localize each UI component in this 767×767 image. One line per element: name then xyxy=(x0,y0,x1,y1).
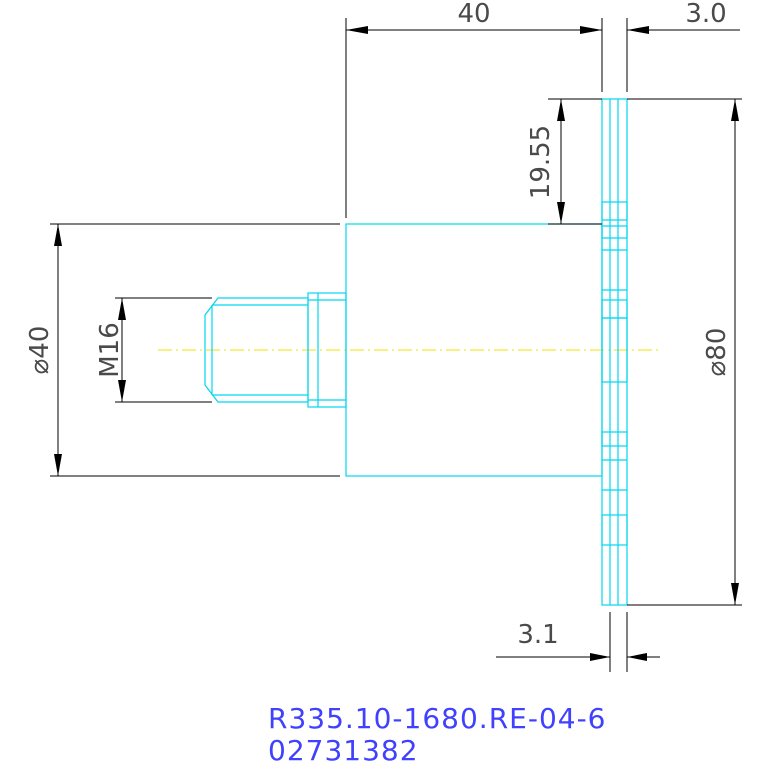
flange xyxy=(601,98,628,606)
dim-length-body: 40 xyxy=(345,0,603,218)
dim-thread: M16 xyxy=(95,297,212,403)
dim-thread-label: M16 xyxy=(95,322,125,378)
part-code: 02731382 xyxy=(268,734,419,767)
dim-flange-diameter: ⌀80 xyxy=(627,98,742,606)
dim-flange-thickness-label: 3.0 xyxy=(685,0,726,29)
dim-gap-label: 3.1 xyxy=(517,620,558,650)
dim-body-diameter-label: ⌀40 xyxy=(25,326,55,375)
part-number: R335.10-1680.RE-04-6 xyxy=(268,702,607,735)
dim-body-diameter: ⌀40 xyxy=(25,223,340,477)
dim-gap: 3.1 xyxy=(496,612,660,672)
dim-offset: 19.55 xyxy=(526,98,602,225)
dim-flange-diameter-label: ⌀80 xyxy=(702,328,732,377)
dim-offset-label: 19.55 xyxy=(526,125,556,199)
dim-flange-thickness: 3.0 xyxy=(626,0,740,92)
dim-length-body-label: 40 xyxy=(457,0,490,29)
